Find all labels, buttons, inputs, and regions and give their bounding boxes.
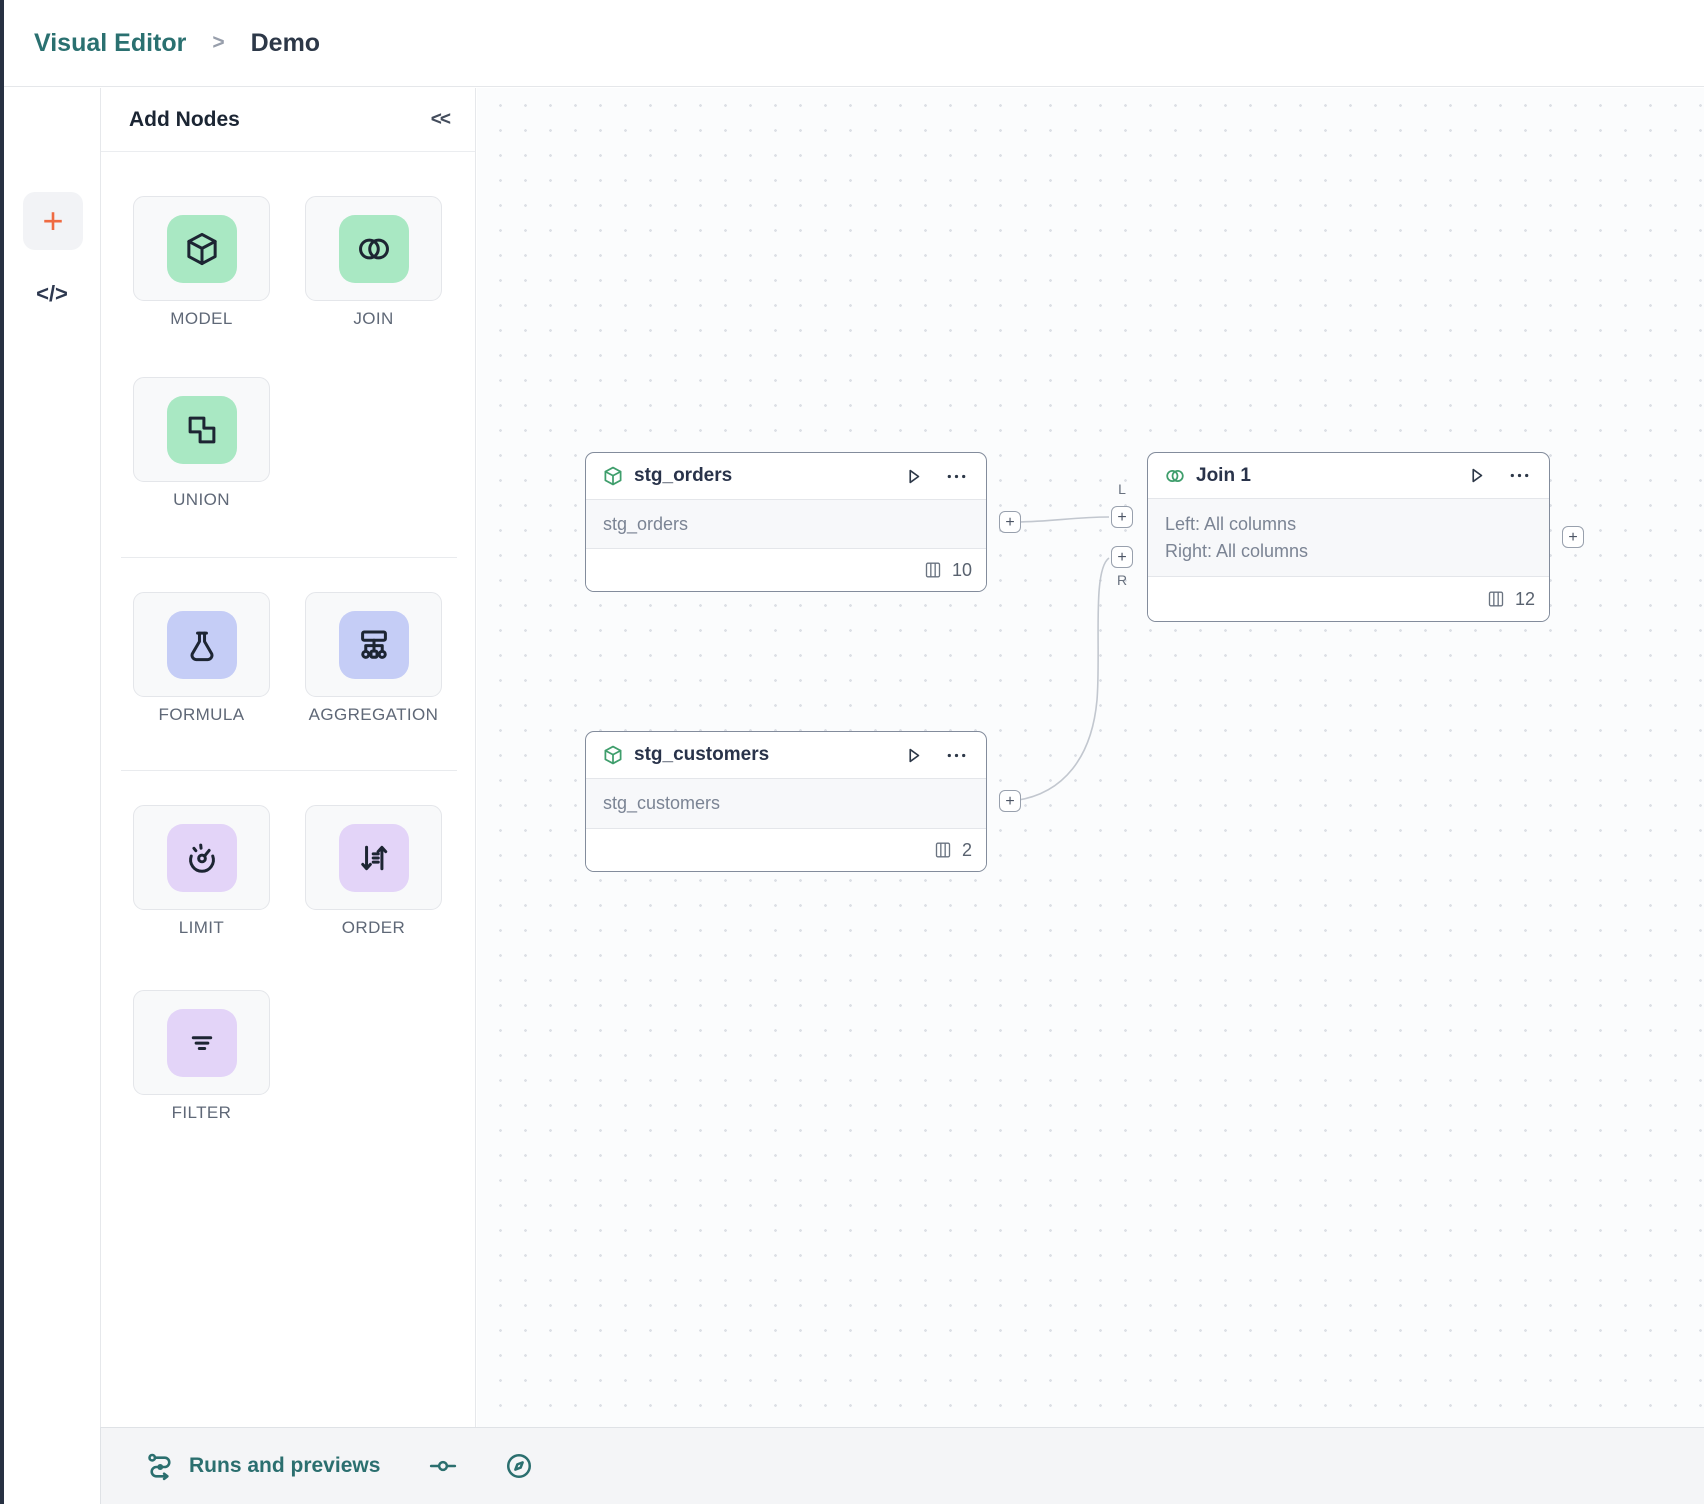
column-count: 10 — [951, 559, 972, 580]
compass-icon — [507, 1453, 532, 1479]
tile-filter[interactable] — [133, 990, 270, 1095]
node-title: Join 1 — [1196, 464, 1251, 486]
ellipsis-icon — [1510, 473, 1529, 478]
node-footer: 2 — [586, 829, 986, 871]
tile-formula-label: FORMULA — [158, 705, 245, 724]
add-node-button[interactable]: + — [23, 192, 83, 250]
runs-and-previews-button[interactable]: Runs and previews — [145, 1451, 380, 1482]
column-count: 12 — [1514, 588, 1535, 609]
join-circles-icon — [338, 214, 409, 283]
node-stg-orders-header: stg_orders — [586, 453, 986, 499]
code-view-button[interactable]: </> — [4, 274, 100, 314]
node-title: stg_customers — [634, 744, 770, 765]
node-join-1[interactable]: Join 1 Left: All columns Right: All colu… — [1147, 452, 1550, 622]
collapse-panel-button[interactable]: << — [430, 108, 451, 130]
cube-icon — [604, 466, 622, 486]
commit-slider-button[interactable] — [428, 1451, 458, 1481]
cube-icon — [166, 214, 237, 283]
node-stg-orders[interactable]: stg_orders stg_orders 10 — [585, 452, 987, 592]
play-icon — [909, 748, 920, 762]
columns-icon — [1488, 591, 1504, 607]
tile-limit-label: LIMIT — [178, 918, 225, 937]
panel-divider — [121, 557, 457, 558]
port-stg-orders-output[interactable]: + — [999, 511, 1021, 533]
columns-icon — [935, 842, 951, 858]
status-bar: Runs and previews — [100, 1427, 1704, 1504]
column-count: 2 — [961, 839, 972, 860]
port-join-left-input[interactable]: + — [1111, 506, 1133, 528]
window-left-edge — [0, 0, 4, 1504]
gauge-icon — [166, 823, 237, 892]
breadcrumb-visual-editor[interactable]: Visual Editor — [34, 28, 187, 57]
tile-limit[interactable] — [133, 805, 270, 910]
commit-slider-icon — [430, 1460, 457, 1472]
join-circles-icon — [1166, 469, 1184, 482]
node-body: Left: All columns Right: All columns — [1148, 498, 1549, 577]
port-left-label: L — [1118, 481, 1126, 497]
breadcrumb-separator: > — [212, 31, 225, 54]
node-footer: 12 — [1148, 577, 1549, 621]
tile-formula[interactable] — [133, 592, 270, 697]
node-menu-button[interactable] — [945, 744, 968, 767]
add-nodes-title: Add Nodes — [129, 107, 240, 131]
breadcrumb-current-demo: Demo — [250, 28, 321, 57]
run-node-button[interactable] — [902, 465, 925, 488]
tile-join[interactable] — [305, 196, 442, 301]
columns-icon — [925, 562, 941, 578]
add-nodes-panel-header: Add Nodes << — [101, 88, 475, 152]
node-title: stg_orders — [634, 465, 733, 486]
node-stg-customers[interactable]: stg_customers stg_customers 2 — [585, 731, 987, 872]
run-node-button[interactable] — [902, 744, 925, 767]
play-icon — [909, 469, 920, 483]
port-stg-customers-output[interactable]: + — [999, 790, 1021, 812]
compass-button[interactable] — [504, 1451, 534, 1481]
runs-route-icon — [148, 1453, 171, 1480]
tile-model-label: MODEL — [170, 309, 233, 328]
runs-and-previews-label: Runs and previews — [189, 1454, 381, 1477]
port-right-label: R — [1116, 572, 1128, 588]
node-stg-customers-header: stg_customers — [586, 732, 986, 778]
tile-order-label: ORDER — [341, 918, 406, 937]
add-nodes-panel: Add Nodes << MODEL JOIN UNION — [100, 88, 476, 1427]
cube-icon — [604, 745, 622, 765]
node-body: stg_customers — [586, 778, 986, 829]
ellipsis-icon — [947, 753, 966, 757]
sort-arrows-icon — [338, 823, 409, 892]
left-rail: + </> — [4, 88, 100, 1504]
tile-join-label: JOIN — [353, 309, 394, 328]
header: Visual Editor > Demo — [4, 0, 1704, 87]
port-join-output[interactable]: + — [1562, 526, 1584, 548]
tile-aggregation-label: AGGREGATION — [308, 705, 439, 724]
tile-order[interactable] — [305, 805, 442, 910]
union-shapes-icon — [166, 395, 237, 464]
node-menu-button[interactable] — [945, 465, 968, 488]
play-icon — [1472, 468, 1483, 483]
tile-union[interactable] — [133, 377, 270, 482]
tile-aggregation[interactable] — [305, 592, 442, 697]
node-body: stg_orders — [586, 499, 986, 549]
tile-model[interactable] — [133, 196, 270, 301]
ellipsis-icon — [947, 474, 966, 478]
tile-union-label: UNION — [173, 490, 230, 509]
tile-filter-label: FILTER — [171, 1103, 232, 1122]
port-join-right-input[interactable]: + — [1111, 546, 1133, 568]
run-node-button[interactable] — [1465, 464, 1488, 487]
aggregation-tree-icon — [338, 610, 409, 679]
node-menu-button[interactable] — [1508, 464, 1531, 487]
node-join-1-header: Join 1 — [1148, 453, 1549, 498]
panel-divider — [121, 770, 457, 771]
flask-icon — [166, 610, 237, 679]
node-footer: 10 — [586, 549, 986, 591]
filter-lines-icon — [166, 1008, 237, 1077]
